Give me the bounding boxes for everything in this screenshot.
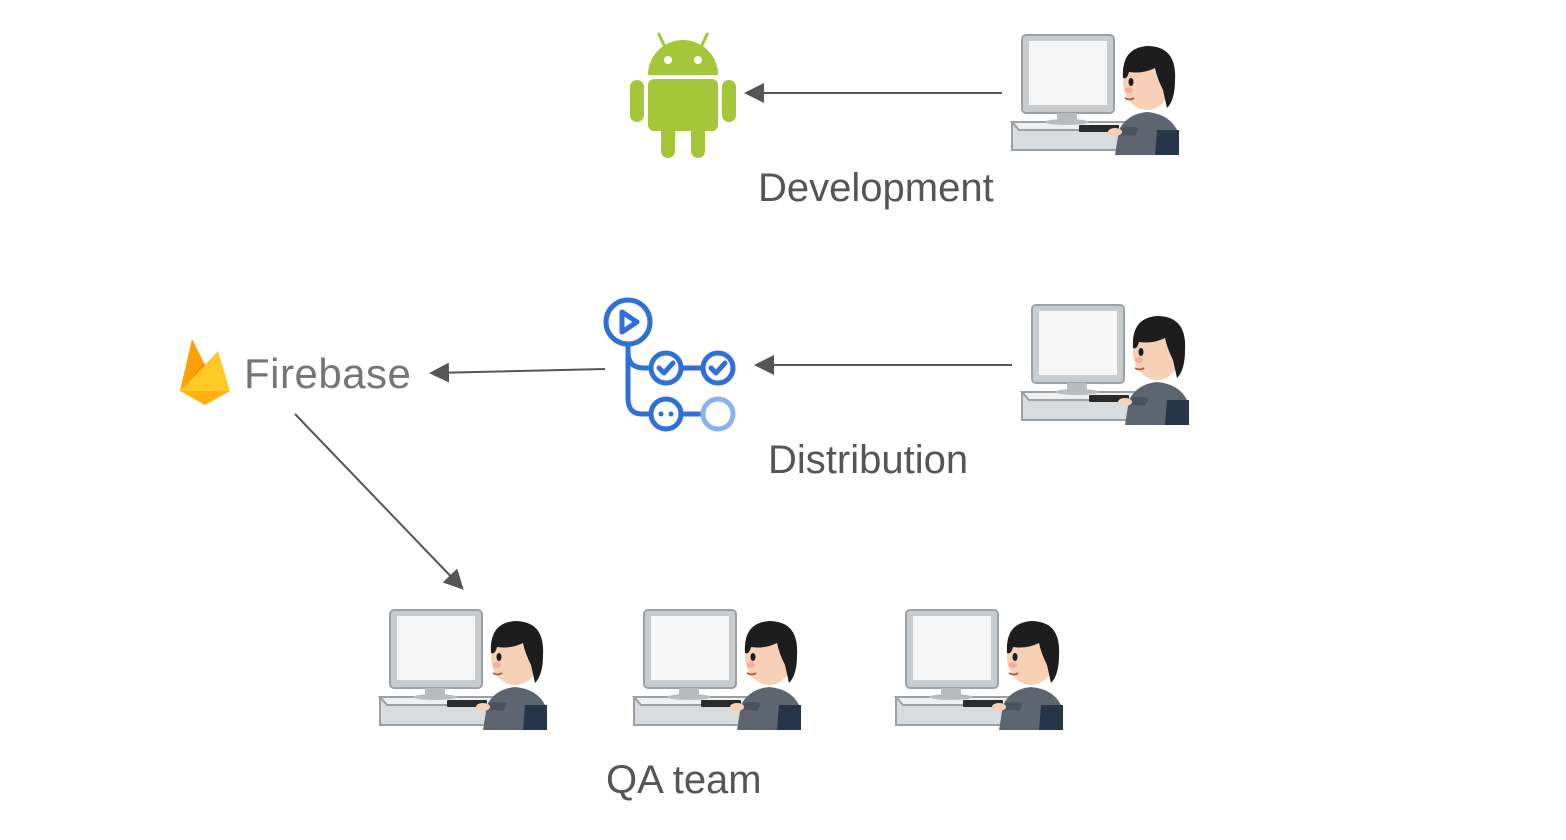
arrow-firebase-to-qa bbox=[294, 413, 464, 590]
qa-worker-icon bbox=[628, 605, 810, 730]
arrow-actions-to-firebase bbox=[429, 362, 606, 383]
distribution-label: Distribution bbox=[768, 438, 969, 482]
distributor-worker-icon bbox=[1016, 300, 1198, 425]
github-actions-workflow-icon bbox=[602, 296, 738, 436]
firebase-flame-icon bbox=[178, 337, 233, 407]
qa-team-label: QA team bbox=[606, 758, 762, 802]
android-icon bbox=[628, 30, 738, 160]
development-label: Development bbox=[758, 166, 994, 210]
qa-worker-icon bbox=[890, 605, 1072, 730]
qa-worker-icon bbox=[374, 605, 556, 730]
firebase-wordmark: Firebase bbox=[244, 350, 412, 397]
